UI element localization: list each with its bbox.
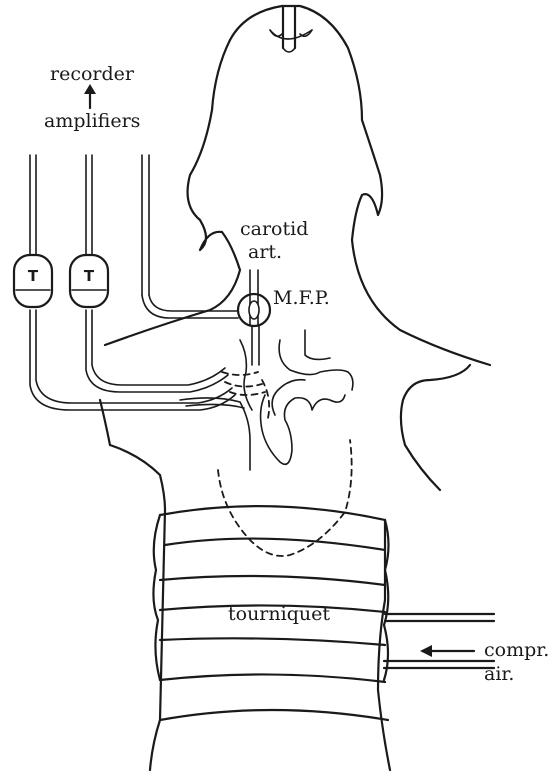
transducer-1-label: T xyxy=(28,267,39,285)
catheter-lines xyxy=(30,155,250,470)
transducer-2: T xyxy=(70,255,108,307)
amplifiers-label: amplifiers xyxy=(44,110,140,132)
arrow-left-icon xyxy=(420,645,474,657)
tourniquet-label: tourniquet xyxy=(228,603,330,625)
transducer-1: T xyxy=(14,255,52,307)
carotid-label-line1: carotid xyxy=(240,218,308,240)
mfp-label: M.F.P. xyxy=(273,287,330,309)
mfp-probe xyxy=(238,270,270,326)
recorder-label: recorder xyxy=(50,63,135,85)
air-tubes xyxy=(384,614,494,668)
arrow-up-icon xyxy=(84,84,96,108)
transducer-2-label: T xyxy=(84,267,95,285)
compr-label-line2: air. xyxy=(484,663,514,685)
carotid-label-line2: art. xyxy=(248,241,282,263)
compr-label-line1: compr. xyxy=(484,639,549,661)
internal-structures xyxy=(218,325,353,556)
